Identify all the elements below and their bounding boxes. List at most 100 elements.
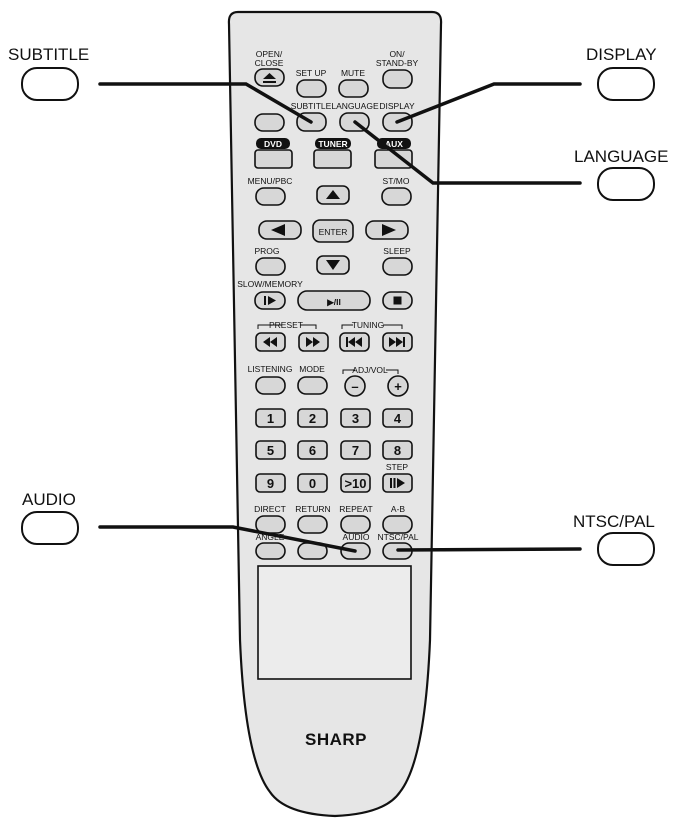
digit-1-button[interactable] — [255, 408, 286, 428]
digit-keypad: 1 2 3 4 5 6 7 8 9 0 >10 — [255, 408, 413, 493]
digit-5-label: 5 — [267, 443, 274, 458]
angle-label: ANGLE — [256, 532, 285, 542]
skip-back-icon — [346, 337, 362, 347]
listening-button[interactable] — [255, 376, 286, 395]
mode-button[interactable] — [297, 376, 328, 395]
audio-callout-label: AUDIO — [22, 490, 76, 509]
greater-than-10-label: >10 — [344, 476, 366, 491]
plus-label: + — [394, 379, 402, 394]
arrow-down-icon — [326, 260, 340, 270]
mute-label: MUTE — [341, 68, 365, 78]
repeat-label: REPEAT — [339, 504, 372, 514]
digit-5-button[interactable] — [255, 440, 286, 460]
set-up-button[interactable] — [296, 79, 327, 98]
st-mo-button[interactable] — [381, 187, 412, 206]
digit-2-label: 2 — [309, 411, 316, 426]
aux-label: AUX — [385, 139, 403, 149]
language-leader-line — [353, 120, 582, 185]
open-close-label-2: CLOSE — [255, 58, 284, 68]
preset-bracket — [257, 324, 317, 329]
remote-button[interactable] — [254, 113, 285, 132]
greater-than-10-button[interactable] — [340, 473, 371, 493]
digit-8-button[interactable] — [382, 440, 413, 460]
digit-7-label: 7 — [352, 443, 359, 458]
volume-up-button[interactable] — [387, 375, 409, 397]
arrow-left-icon — [271, 224, 285, 236]
language-label: LANGUAGE — [331, 101, 379, 111]
menu-pbc-label: MENU/PBC — [248, 176, 293, 186]
st-mo-label: ST/MO — [383, 176, 410, 186]
adj-vol-bracket — [342, 369, 399, 374]
return-label: RETURN — [295, 504, 330, 514]
digit-8-label: 8 — [394, 443, 401, 458]
mode-label: MODE — [299, 364, 325, 374]
tuner-button[interactable] — [313, 149, 352, 169]
volume-down-button[interactable] — [344, 375, 366, 397]
a-b-label: A-B — [391, 504, 406, 514]
a-b-button[interactable] — [382, 515, 413, 534]
info-panel — [257, 565, 412, 680]
eject-icon — [263, 73, 276, 83]
play-pause-label: ▶/II — [326, 297, 341, 307]
audio-callout-button — [21, 511, 79, 545]
skip-forward-icon — [389, 337, 405, 347]
angle-button[interactable] — [255, 542, 286, 560]
sleep-label: SLEEP — [383, 246, 411, 256]
tuner-label: TUNER — [318, 139, 347, 149]
adj-vol-label: ADJ/VOL — [352, 365, 388, 375]
rewind-icon — [263, 337, 277, 347]
digit-1-label: 1 — [267, 411, 274, 426]
dvd-button[interactable] — [254, 149, 293, 169]
tuning-label: TUNING — [352, 320, 385, 330]
subtitle-leader-line — [98, 82, 313, 124]
fast-forward-icon — [306, 337, 320, 347]
digit-7-button[interactable] — [340, 440, 371, 460]
display-label: DISPLAY — [379, 101, 415, 111]
ntsc-pal-label: NTSC/PAL — [378, 532, 419, 542]
prog-button[interactable] — [255, 257, 286, 276]
slow-memory-label: SLOW/MEMORY — [237, 279, 303, 289]
digit-2-button[interactable] — [297, 408, 328, 428]
digit-6-button[interactable] — [297, 440, 328, 460]
digit-4-label: 4 — [394, 411, 402, 426]
direct-button[interactable] — [255, 515, 286, 534]
mute-button[interactable] — [338, 79, 369, 98]
ntsc-pal-callout-button — [597, 532, 655, 566]
listening-label: LISTENING — [248, 364, 293, 374]
step-label: STEP — [386, 462, 409, 472]
play-pause-button[interactable] — [297, 290, 371, 311]
display-callout-label: DISPLAY — [586, 45, 657, 64]
subtitle-callout-label: SUBTITLE — [8, 45, 89, 64]
digit-9-label: 9 — [267, 476, 274, 491]
open-close-label-1: OPEN/ — [256, 49, 283, 59]
minus-label: – — [351, 379, 358, 394]
preset-label: PRESET — [269, 320, 303, 330]
digit-4-button[interactable] — [382, 408, 413, 428]
language-callout-label: LANGUAGE — [574, 147, 668, 166]
display-leader-line — [395, 82, 582, 124]
arrow-up-icon — [326, 190, 340, 199]
on-standby-button[interactable] — [382, 69, 413, 89]
digit-3-label: 3 — [352, 411, 359, 426]
subtitle-label: SUBTITLE — [291, 101, 332, 111]
repeat-button[interactable] — [340, 515, 371, 534]
display-callout-button — [597, 67, 655, 101]
set-up-label: SET UP — [296, 68, 327, 78]
prog-label: PROG — [254, 246, 279, 256]
digit-0-label: 0 — [309, 476, 316, 491]
menu-pbc-button[interactable] — [255, 187, 286, 206]
on-standby-label-2: STAND-BY — [376, 58, 419, 68]
audio-leader-line — [98, 525, 357, 553]
sleep-button[interactable] — [382, 257, 413, 276]
dvd-label: DVD — [264, 139, 282, 149]
return-button[interactable] — [297, 515, 328, 534]
arrow-right-icon — [382, 224, 396, 236]
language-callout-button — [597, 167, 655, 201]
step-icon — [390, 478, 405, 488]
digit-3-button[interactable] — [340, 408, 371, 428]
stop-icon — [393, 296, 402, 305]
enter-button[interactable] — [312, 219, 354, 243]
digit-9-button[interactable] — [255, 473, 286, 493]
digit-0-button[interactable] — [297, 473, 328, 493]
